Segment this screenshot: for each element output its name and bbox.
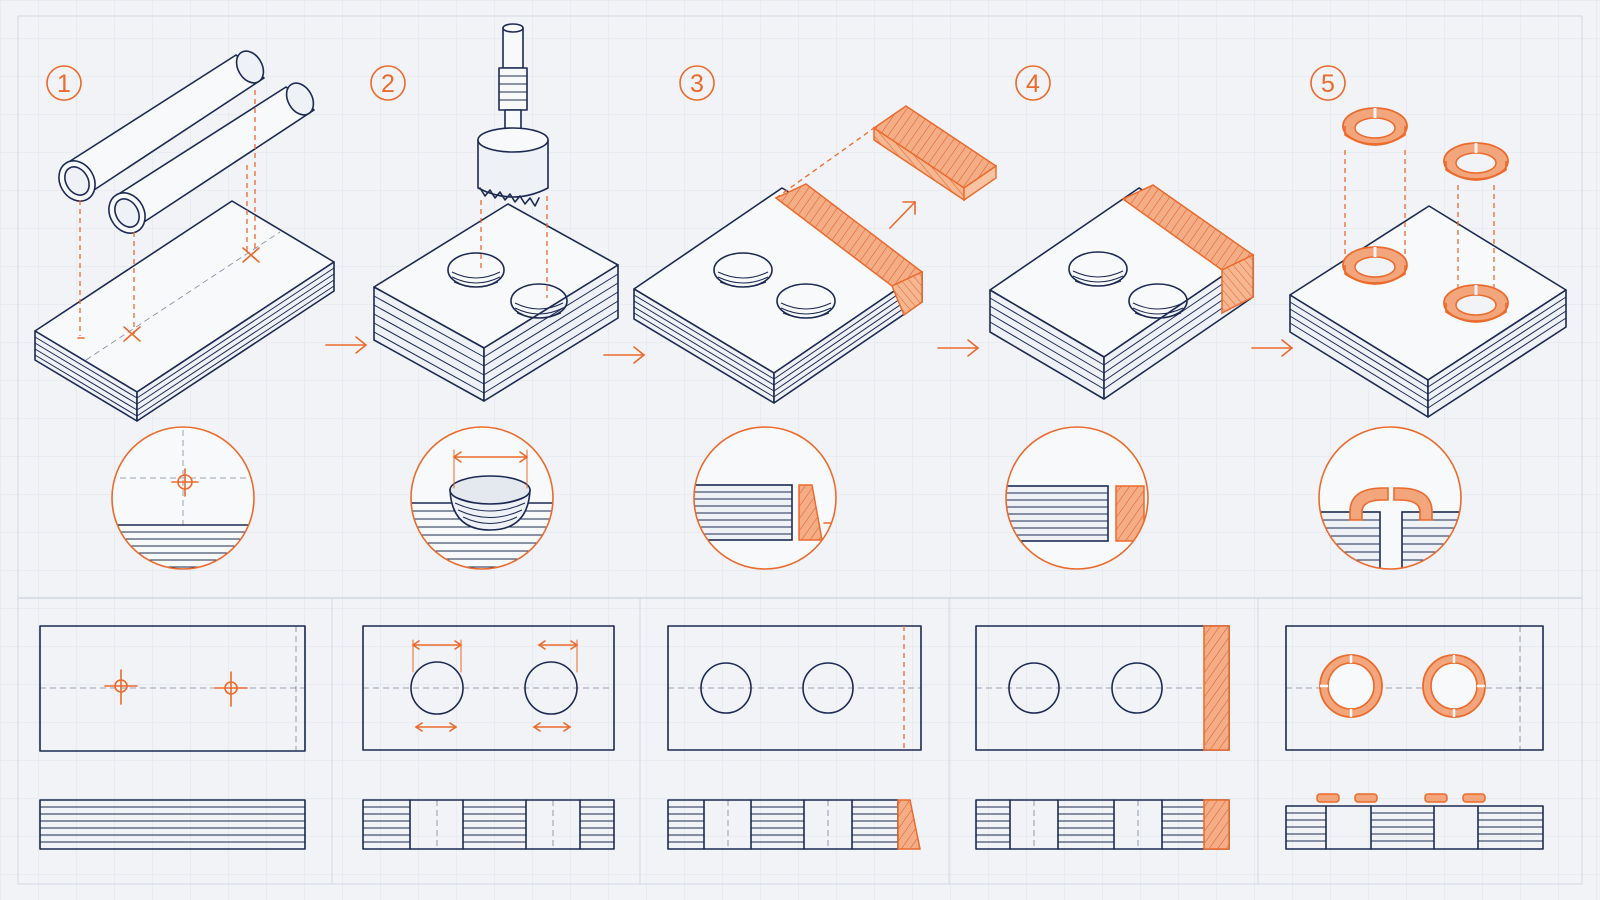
step-3-number: 3: [690, 70, 704, 98]
step-3-isometric: [633, 105, 998, 404]
detail-2-magnifier-circle: [410, 426, 554, 570]
right-arrow-icon: [603, 346, 646, 364]
removed-strip: [872, 105, 998, 202]
grommet-ring-plan-2: [1422, 654, 1486, 718]
flow-arrows: [325, 336, 1294, 364]
detail-5-magnifier-circle: [1318, 426, 1462, 570]
step-4-plan-view: [975, 625, 1230, 751]
step-2-badge: 2: [370, 65, 406, 101]
ring-seated-1: [1342, 246, 1408, 285]
sheet-border: [17, 15, 1583, 885]
grommet-ring-plan-1: [1319, 654, 1383, 718]
step-2-number: 2: [381, 70, 395, 98]
step-3-plan-view: [667, 625, 922, 751]
step-5-plan-view: [1285, 625, 1544, 751]
step-1-plan-view: [39, 625, 306, 752]
step-5-isometric: [1289, 107, 1567, 418]
step-3-badge: 3: [679, 65, 715, 101]
detail-4-magnifier-circle: [1005, 426, 1149, 570]
step-1-badge: 1: [46, 65, 82, 101]
hole-1: [447, 252, 505, 288]
hole-2: [510, 283, 568, 319]
tube-front: [108, 82, 315, 234]
ring-top-1: [1342, 107, 1408, 146]
column-dividers: [331, 598, 1259, 884]
step-2-plan-view: [362, 625, 615, 751]
step-5-section-view: [1285, 793, 1544, 850]
step-1-section-view: [39, 799, 306, 850]
ring-top-2: [1443, 142, 1509, 181]
step-3-section-view: [667, 799, 921, 850]
right-arrow-icon: [937, 339, 980, 357]
step-4-badge: 4: [1015, 65, 1051, 101]
step-1-isometric: [34, 50, 335, 422]
lift-arrow-icon: [889, 201, 916, 229]
step-2-section-view: [362, 799, 615, 850]
ring-seated-2: [1443, 284, 1509, 323]
step-5-number: 5: [1321, 70, 1335, 98]
step-4-isometric: [989, 184, 1255, 400]
step-4-section-view: [975, 799, 1230, 850]
hole-saw-icon: [477, 23, 549, 207]
right-arrow-icon: [325, 336, 368, 354]
step-5-badge: 5: [1310, 65, 1346, 101]
detail-3-magnifier-circle: [693, 426, 837, 570]
step-4-number: 4: [1026, 70, 1040, 98]
step-1-number: 1: [57, 70, 71, 98]
step-2-isometric: [373, 23, 619, 402]
tube-back: [58, 50, 265, 202]
right-arrow-icon: [1251, 339, 1294, 357]
